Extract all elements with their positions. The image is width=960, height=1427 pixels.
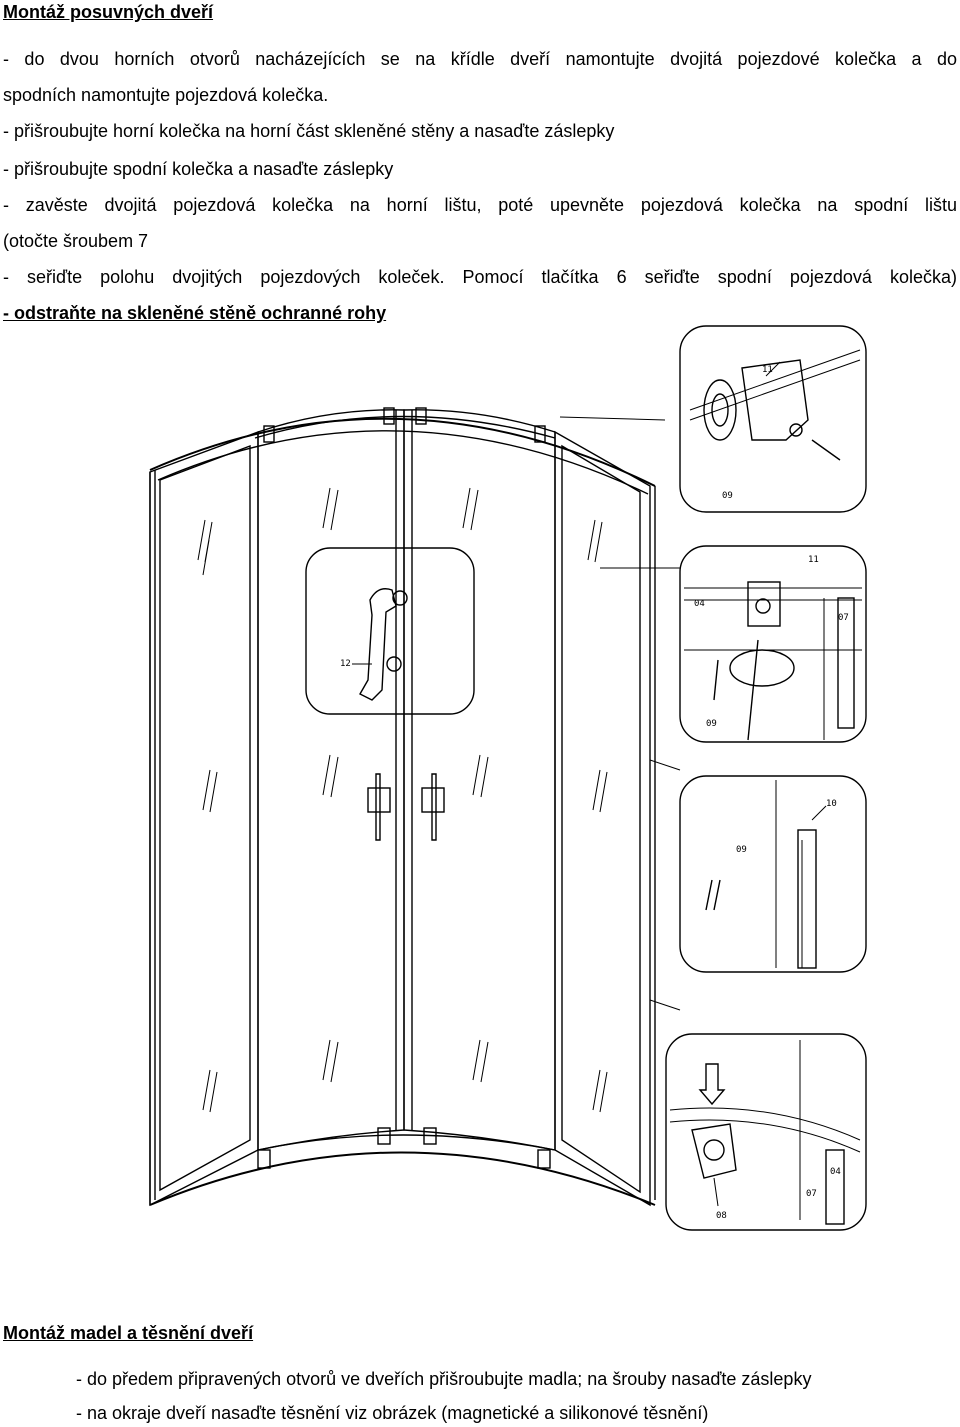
- instruction-line-3: - přišroubujte horní kolečka na horní čá…: [3, 121, 615, 141]
- detail-roller-adjustment: 11 04 07 09: [679, 545, 867, 743]
- left-sliding-door: [257, 409, 405, 1151]
- instruction-line-2: spodních namontujte pojezdová kolečka.: [3, 85, 329, 105]
- detail-top-roller: 11 09: [679, 325, 867, 513]
- instruction-line-8: - odstraňte na skleněné stěně ochranné r…: [3, 303, 387, 323]
- handle-detail-label: 12: [340, 659, 351, 669]
- detail2-label-09: 09: [706, 719, 717, 729]
- detail1-label-09: 09: [722, 491, 733, 501]
- instruction-line-1: - do dvou horních otvorů nacházejících s…: [3, 49, 957, 69]
- section-heading-handles-seals: Montáž madel a těsnění dveří: [3, 1323, 254, 1343]
- detail4-label-04: 04: [830, 1167, 841, 1177]
- section-heading-sliding-doors: Montáž posuvných dveří: [3, 2, 214, 22]
- detail3-label-10: 10: [826, 799, 837, 809]
- right-sliding-door: [403, 409, 556, 1151]
- detail-seal-strip: 10 09: [679, 775, 867, 973]
- detail2-label-04: 04: [694, 599, 705, 609]
- instruction-line-7: - seřiďte polohu dvojitých pojezdových k…: [3, 267, 957, 287]
- detail1-label-11: 11: [762, 365, 773, 375]
- right-fixed-panel: [554, 430, 656, 1207]
- handle-detail-inset: 12: [305, 547, 475, 715]
- left-fixed-panel: [149, 430, 259, 1207]
- handles-line-2: - na okraje dveří nasaďte těsnění viz ob…: [76, 1403, 709, 1423]
- detail4-label-07: 07: [806, 1189, 817, 1199]
- detail2-label-11: 11: [808, 555, 819, 565]
- instruction-line-4: - přišroubujte spodní kolečka a nasaďte …: [3, 159, 394, 179]
- instruction-line-5: - zavěste dvojitá pojezdová kolečka na h…: [3, 195, 957, 215]
- detail4-label-08: 08: [716, 1211, 727, 1221]
- detail2-label-07: 07: [838, 613, 849, 623]
- handles-line-1: - do předem připravených otvorů ve dveří…: [76, 1369, 812, 1389]
- detail3-label-09: 09: [736, 845, 747, 855]
- detail-bottom-roller: 04 07 08: [665, 1033, 867, 1231]
- instruction-line-6: (otočte šroubem 7: [3, 231, 149, 251]
